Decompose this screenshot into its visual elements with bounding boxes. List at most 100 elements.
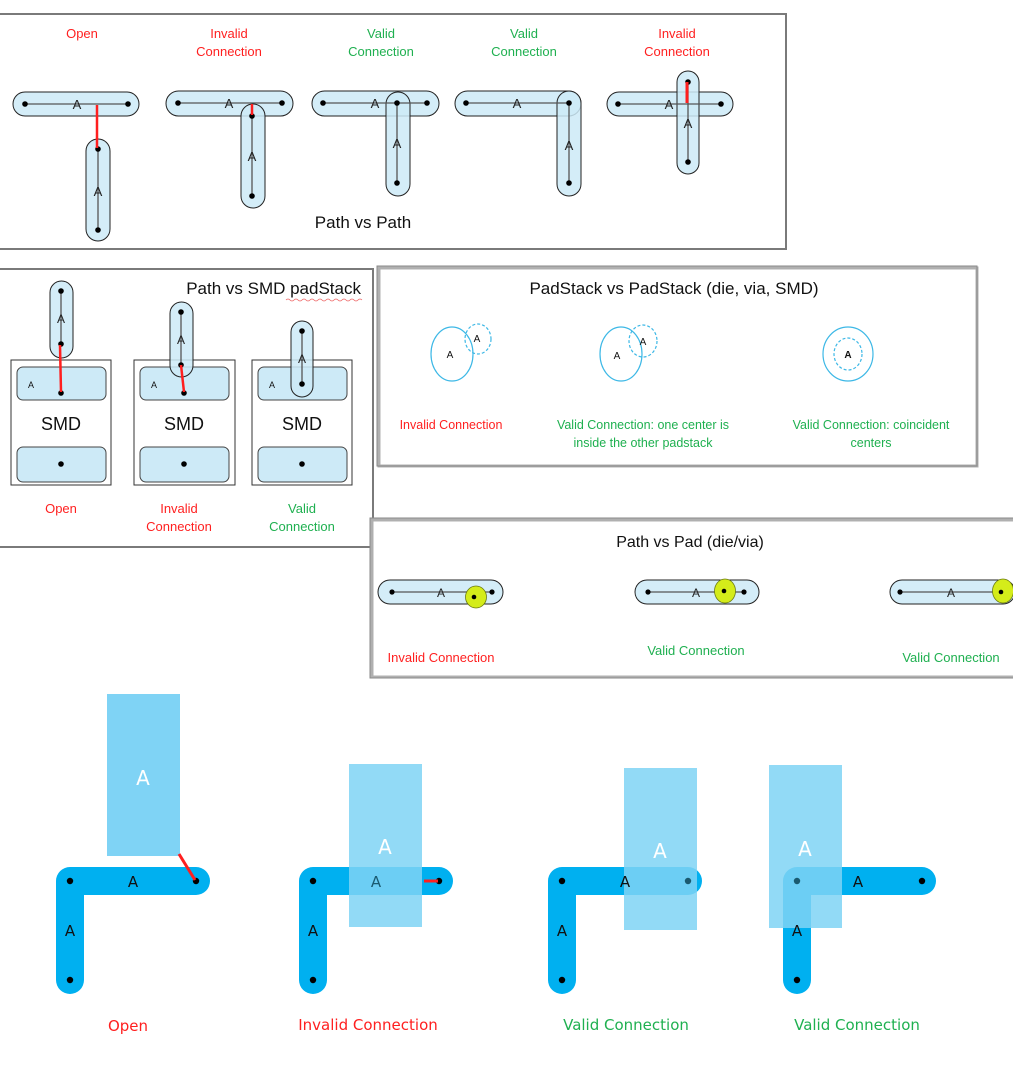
gap-indicator (58, 344, 63, 393)
smd-case-invalid: A SMD A (133, 301, 236, 486)
net-label: A (73, 97, 82, 112)
case-invalid: A A (165, 90, 294, 209)
case-label: Invalid Connection (388, 650, 495, 665)
case-label-line1: Open (66, 26, 98, 41)
net-label: A (128, 873, 139, 891)
path-capsule (385, 91, 411, 197)
net-label: A (136, 766, 150, 790)
padstack-outline (430, 326, 474, 382)
net-label: A (308, 922, 319, 940)
smd-case-valid: A SMD A (251, 320, 353, 486)
case-label: Valid Connection (902, 650, 999, 665)
path-endpoint (489, 589, 495, 595)
net-label: A (665, 97, 674, 112)
path-endpoint (566, 100, 572, 106)
padstack-case-valid-coincident: A (822, 326, 874, 382)
shape-case-invalid: A A A (299, 764, 453, 994)
net-label: A (798, 837, 812, 861)
path-endpoint (299, 381, 305, 387)
net-label: A (177, 333, 185, 347)
case-label-line2: Connection (196, 44, 262, 59)
pad-case-invalid: A (377, 579, 504, 609)
case-label: Open (108, 1017, 148, 1035)
path-endpoint (394, 100, 400, 106)
path-endpoint (279, 100, 285, 106)
path-endpoint (897, 589, 903, 595)
path-endpoint (424, 100, 430, 106)
net-label: A (474, 334, 481, 345)
case-label: Valid Connection (647, 643, 744, 658)
pad-net-label: A (28, 380, 34, 390)
pad-center (58, 390, 64, 396)
path-endpoint (463, 100, 469, 106)
net-label: A (94, 184, 103, 199)
path-vertex (684, 877, 692, 885)
case-invalid-cross: A A (606, 70, 734, 175)
case-label-line1: Invalid (658, 26, 696, 41)
case-label-line2: Connection (348, 44, 414, 59)
padstack-case-invalid: A A (430, 323, 492, 382)
case-label: Invalid Connection (298, 1016, 438, 1034)
path-endpoint (615, 101, 621, 107)
smd-label: SMD (282, 414, 322, 434)
gap-indicator (179, 364, 186, 393)
panel-title: PadStack vs PadStack (die, via, SMD) (529, 279, 818, 298)
path-vertex (793, 877, 801, 885)
case-label-line2: Connection (491, 44, 557, 59)
path-vertex (309, 877, 317, 885)
gap-indicator (177, 853, 197, 881)
shape-rect (349, 764, 422, 927)
panel-path-vs-pad: Path vs Pad (die/via) A A A (369, 517, 1013, 679)
shape-case-valid-2: A A A (769, 765, 936, 994)
pad-center (299, 461, 305, 467)
case-label-line1: Valid (367, 26, 395, 41)
case-label-line1: Valid Connection: coincident (793, 418, 950, 432)
pad-center (181, 461, 187, 467)
shape-case-valid-1: A A A (548, 768, 702, 994)
path-endpoint (389, 589, 395, 595)
case-label: Valid Connection (563, 1016, 689, 1034)
net-label: A (792, 922, 803, 940)
path-vertex (793, 976, 801, 984)
panel-title: Path vs Pad (die/via) (616, 534, 764, 551)
path-endpoint (566, 180, 572, 186)
case-label-line1: Valid (510, 26, 538, 41)
path-endpoint (394, 180, 400, 186)
case-label-line1: Valid Connection: one center is (557, 418, 729, 432)
case-label-line2: inside the other padstack (574, 436, 714, 450)
net-label: A (225, 96, 234, 111)
pad-center (181, 390, 187, 396)
pad-net-label: A (151, 380, 157, 390)
case-label: Valid Connection (794, 1016, 920, 1034)
net-label: A (65, 922, 76, 940)
smd-case-open: A SMD A (10, 280, 112, 486)
pad-case-valid-2: A (889, 578, 1013, 605)
via-center (471, 594, 477, 600)
net-label: A (371, 96, 380, 111)
net-label: A (684, 116, 693, 131)
path-endpoint (95, 227, 101, 233)
path-vertex (558, 877, 566, 885)
net-label: A (57, 312, 65, 326)
path-endpoint (741, 589, 747, 595)
pad-center (58, 461, 64, 467)
path-vertex (918, 877, 926, 885)
path-vertex (66, 877, 74, 885)
section-path-vs-shape: A A A A A A A (56, 694, 936, 1035)
spellcheck-underline (285, 298, 363, 302)
case-valid-l: A A (454, 90, 582, 197)
net-label: A (620, 873, 631, 891)
path-endpoint (125, 101, 131, 107)
case-open: A A (12, 91, 140, 242)
net-label: A (640, 337, 647, 348)
padstack-outline-dashed (628, 324, 658, 358)
net-label: A (653, 839, 667, 863)
padstack-case-valid-inside: A A (599, 324, 658, 382)
path-vertex (435, 877, 443, 885)
path-vertex (558, 976, 566, 984)
padstack-outline (599, 326, 643, 382)
case-label-line1: Invalid Connection (400, 418, 503, 432)
net-label: A (298, 352, 306, 366)
pad-case-valid-1: A (634, 578, 760, 605)
